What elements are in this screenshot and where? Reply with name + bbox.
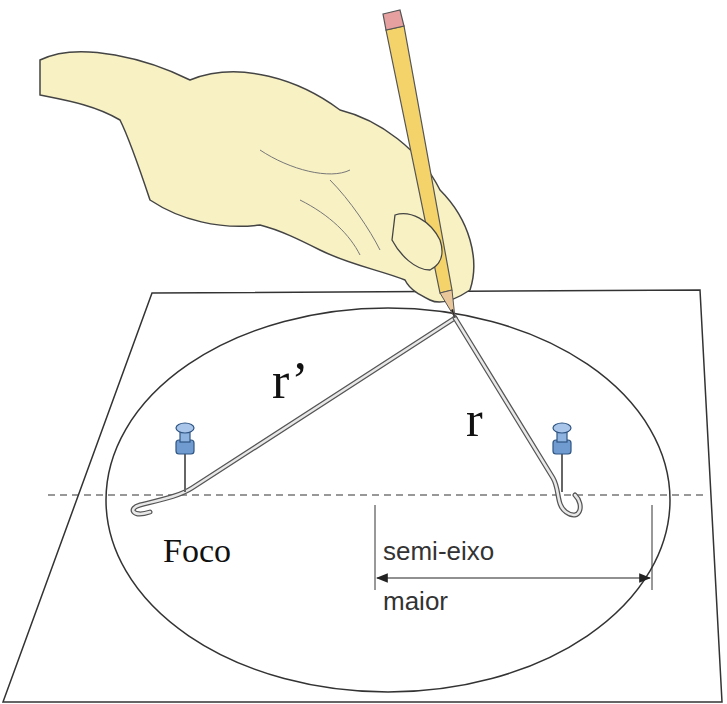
radius-label: r <box>466 392 483 447</box>
hand-creases <box>260 150 380 255</box>
semi-major-axis-label: semi-eixo maior <box>383 526 533 626</box>
major-axis <box>48 494 705 495</box>
pushpin <box>553 423 571 492</box>
dimension-extension <box>652 505 653 590</box>
pushpin <box>176 423 194 492</box>
paper-sheet <box>3 290 722 702</box>
dimension-extension <box>375 505 376 590</box>
thumb <box>392 214 442 270</box>
focus-label: Foco <box>163 532 231 569</box>
ellipse-outline <box>106 308 670 692</box>
dimension-arrow <box>377 577 650 578</box>
string <box>133 318 580 515</box>
pencil <box>383 10 455 318</box>
radius-label: r’ <box>272 352 309 409</box>
